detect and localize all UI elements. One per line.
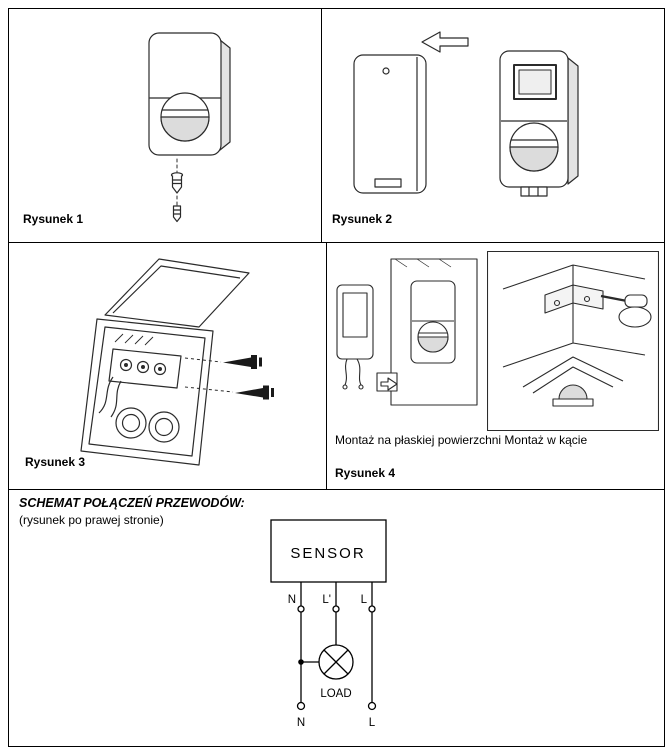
screwdriver-icon bbox=[600, 294, 628, 303]
figure-2-label: Rysunek 2 bbox=[332, 212, 393, 226]
figure-4-corner-mount-illustration bbox=[487, 251, 659, 431]
sensor-box-label: SENSOR bbox=[290, 545, 365, 562]
figure-1-illustration bbox=[148, 32, 231, 223]
figure-1-label: Rysunek 1 bbox=[23, 212, 84, 226]
load-label: LOAD bbox=[320, 688, 351, 700]
figure-4-panel: Montaż na płaskiej powierzchni Montaż w … bbox=[327, 243, 664, 489]
figures-row-mid: Rysunek 3 bbox=[9, 242, 664, 490]
supply-l-label: L bbox=[369, 717, 376, 729]
terminal-n-label: N bbox=[288, 594, 296, 606]
terminal-l-label: L bbox=[361, 594, 368, 606]
figure-1-panel: Rysunek 1 bbox=[9, 9, 322, 242]
wiring-section: SCHEMAT POŁĄCZEŃ PRZEWODÓW: (rysunek po … bbox=[9, 490, 664, 746]
screw-icon bbox=[223, 357, 251, 367]
figure-3-panel: Rysunek 3 bbox=[9, 243, 327, 489]
figure-4-flat-mount-illustration bbox=[336, 258, 478, 406]
figure-3-label: Rysunek 3 bbox=[25, 455, 86, 469]
figures-row-top: Rysunek 1 bbox=[9, 9, 664, 242]
wiring-note: (rysunek po prawej stronie) bbox=[19, 513, 164, 527]
sensor-box bbox=[270, 519, 387, 583]
direction-arrow-icon bbox=[380, 377, 398, 391]
supply-n-terminal bbox=[296, 701, 306, 711]
wiring-heading: SCHEMAT POŁĄCZEŃ PRZEWODÓW: bbox=[19, 496, 245, 510]
supply-l-terminal bbox=[367, 701, 377, 711]
hand-icon bbox=[618, 306, 652, 328]
supply-n-label: N bbox=[297, 717, 305, 729]
terminal-l-switched-label: L' bbox=[322, 594, 331, 606]
figure-4-label: Rysunek 4 bbox=[335, 466, 396, 480]
figure-4-caption: Montaż na płaskiej powierzchni Montaż w … bbox=[335, 433, 588, 447]
figure-2-panel: Rysunek 2 bbox=[322, 9, 664, 242]
wiring-diagram: SENSOR N L' L LOAD N L bbox=[270, 519, 387, 729]
screw-icon bbox=[235, 388, 263, 398]
manual-page: Rysunek 1 bbox=[8, 8, 665, 747]
figure-2-illustration bbox=[353, 31, 579, 197]
figure-3-illustration bbox=[80, 258, 274, 466]
slide-arrow-icon bbox=[421, 31, 469, 53]
